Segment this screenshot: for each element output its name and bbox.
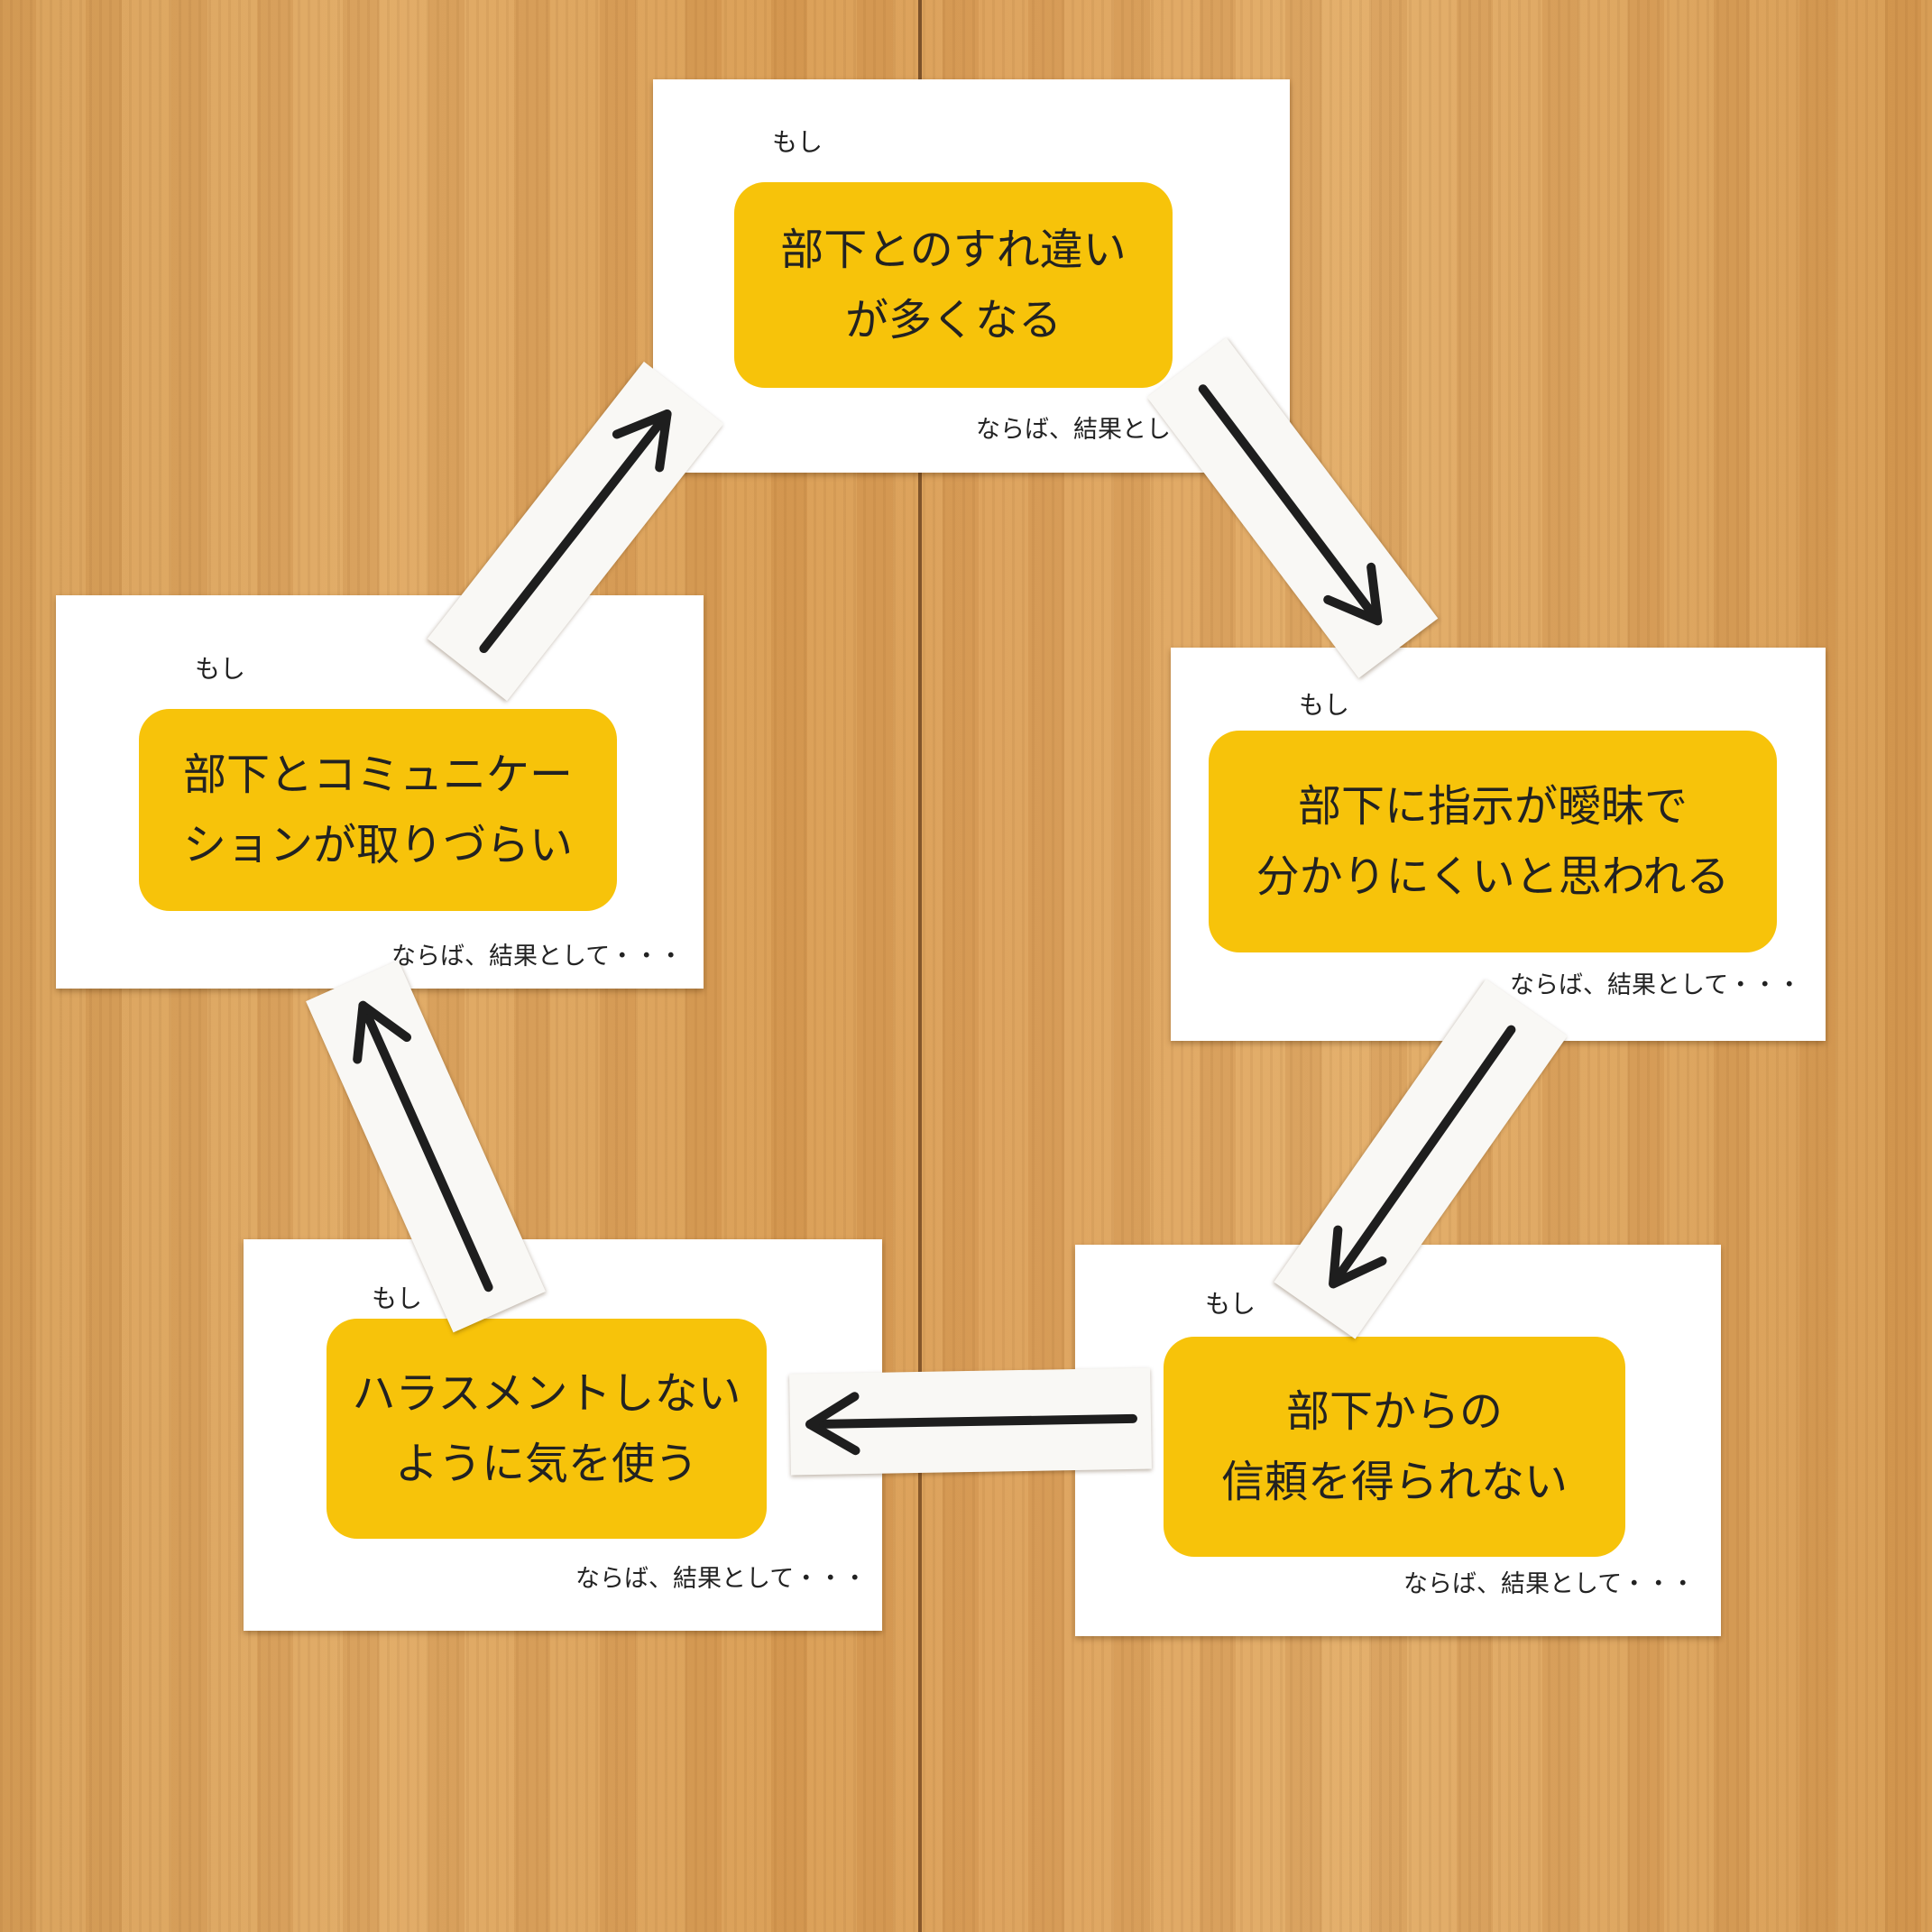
card-main-text: 部下からの 信頼を得られない <box>1220 1386 1568 1507</box>
card-result-label: ならば、結果として・・・ <box>575 1565 868 1593</box>
arrow-icon <box>805 1392 1137 1456</box>
card-right: もし 部下に指示が曖昧で 分かりにくいと思われる ならば、結果として・・・ <box>1171 648 1826 1041</box>
card-highlight-box: ハラスメントしない ように気を使う <box>327 1319 767 1539</box>
card-main-text: ハラスメントしない ように気を使う <box>352 1368 741 1489</box>
card-left: もし 部下とコミュニケー ションが取りづらい ならば、結果として・・・ <box>56 595 704 989</box>
card-highlight-box: 部下からの 信頼を得られない <box>1164 1337 1625 1557</box>
arrow-icon <box>1198 384 1383 626</box>
floor-seam <box>918 0 922 1932</box>
card-highlight-box: 部下に指示が曖昧で 分かりにくいと思われる <box>1209 731 1777 952</box>
card-result-label: ならば、結果として・・・ <box>1403 1570 1696 1598</box>
card-moshi-label: もし <box>772 127 823 157</box>
arrow-strip-left-to-top <box>427 361 724 702</box>
card-result-label: ならば、結果として・・・ <box>391 943 684 971</box>
card-main-text: 部下とコミュニケー ションが取りづらい <box>182 750 573 870</box>
arrow-icon <box>479 409 672 654</box>
card-result-label: ならば、結果とし <box>976 416 1171 444</box>
card-moshi-label: もし <box>1205 1289 1256 1319</box>
card-bottom-left: もし ハラスメントしない ように気を使う ならば、結果として・・・ <box>244 1239 882 1631</box>
card-highlight-box: 部下とのすれ違い が多くなる <box>734 182 1173 388</box>
card-bottom-right: もし 部下からの 信頼を得られない ならば、結果として・・・ <box>1075 1245 1721 1636</box>
card-result-label: ならば、結果として・・・ <box>1510 971 1802 999</box>
card-main-text: 部下とのすれ違い が多くなる <box>780 225 1127 345</box>
card-main-text: 部下に指示が曖昧で 分かりにくいと思われる <box>1256 781 1730 902</box>
arrow-strip-bottom-left-to-left <box>306 960 546 1333</box>
arrow-icon <box>1329 1025 1516 1289</box>
arrow-strip-top-to-right <box>1146 337 1439 678</box>
card-moshi-label: もし <box>195 654 246 684</box>
arrow-icon <box>353 1000 493 1293</box>
card-highlight-box: 部下とコミュニケー ションが取りづらい <box>139 709 617 911</box>
card-moshi-label: もし <box>372 1283 423 1313</box>
arrow-strip-right-to-bottom-right <box>1274 979 1568 1339</box>
card-moshi-label: もし <box>1299 690 1350 720</box>
arrow-strip-bottom-right-to-bottom-left <box>789 1367 1152 1476</box>
